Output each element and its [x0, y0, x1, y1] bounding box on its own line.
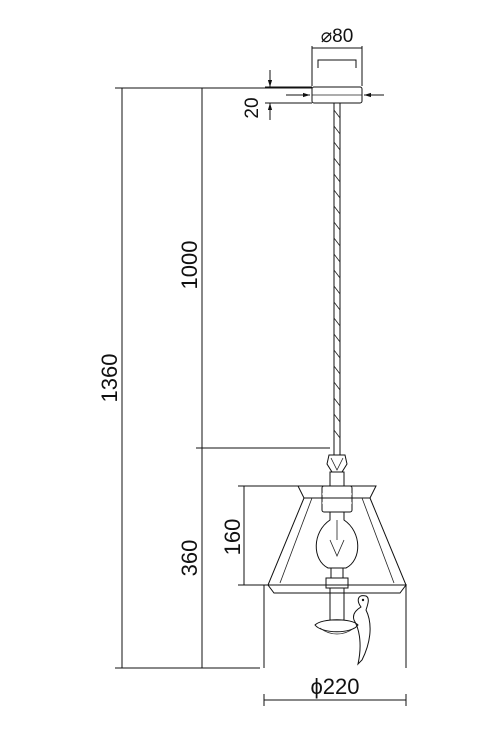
canopy-diameter-label: ⌀80: [321, 26, 354, 47]
canopy-height-label: 20: [242, 97, 263, 118]
candle-stand: [314, 567, 359, 635]
total-height-dimension: 1360: [97, 88, 260, 669]
shade-height-label: 160: [220, 519, 245, 556]
glass-shade: [263, 485, 407, 668]
canopy-diameter-dimension: ⌀80: [311, 26, 363, 86]
total-height-label: 1360: [97, 354, 122, 403]
lamp-height-dimension: 360: [177, 448, 203, 668]
ceiling-canopy: [311, 86, 363, 104]
shade-height-dimension: 160: [220, 485, 298, 586]
lamp-holder: [321, 454, 353, 513]
lamp-height-label: 360: [177, 540, 202, 577]
twisted-cable: [333, 103, 341, 455]
shade-diameter-dimension: ϕ220: [263, 674, 407, 706]
light-bulb: [315, 511, 359, 569]
bird-ornament: [353, 595, 371, 666]
canopy-height-dimension: 20: [242, 70, 384, 120]
shade-diameter-label: ϕ220: [310, 674, 359, 699]
cable-length-dimension: 1000: [177, 88, 330, 449]
cable-length-label: 1000: [177, 241, 202, 290]
